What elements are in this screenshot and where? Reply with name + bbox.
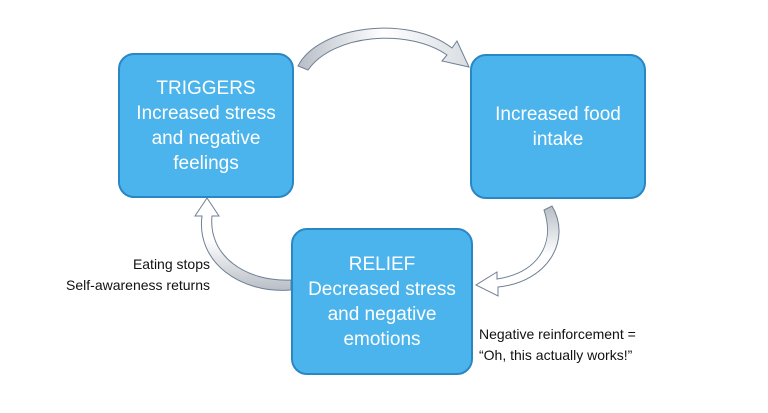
arrow-relief-to-triggers [194,197,292,291]
note-right-line-1: Negative reinforcement = [479,326,636,342]
relief-line-3: emotions [343,328,421,350]
relief-box: RELIEF Decreased stress and negative emo… [291,228,473,375]
food-line-2: intake [532,128,584,150]
triggers-box: TRIGGERS Increased stress and negative f… [118,53,294,198]
relief-line-2: and negative [327,303,437,325]
note-right-line-2: “Oh, this actually works!” [479,347,633,363]
arrow-triggers-to-food [297,27,470,71]
triggers-line-3: feelings [173,152,239,174]
triggers-line-2: and negative [151,127,261,149]
food-line-1: Increased food [495,103,621,125]
relief-title: RELIEF [348,253,416,275]
negative-reinforcement-note: Negative reinforcement = “Oh, this actua… [479,324,636,366]
relief-line-1: Decreased stress [308,278,456,300]
food-intake-box: Increased food intake [470,54,646,199]
note-left-line-1: Eating stops [132,256,210,272]
triggers-line-1: Increased stress [136,102,276,124]
eating-stops-note: Eating stops Self-awareness returns [66,254,210,296]
note-left-line-2: Self-awareness returns [66,277,210,293]
triggers-title: TRIGGERS [156,77,256,99]
arrow-food-to-relief [474,205,560,297]
